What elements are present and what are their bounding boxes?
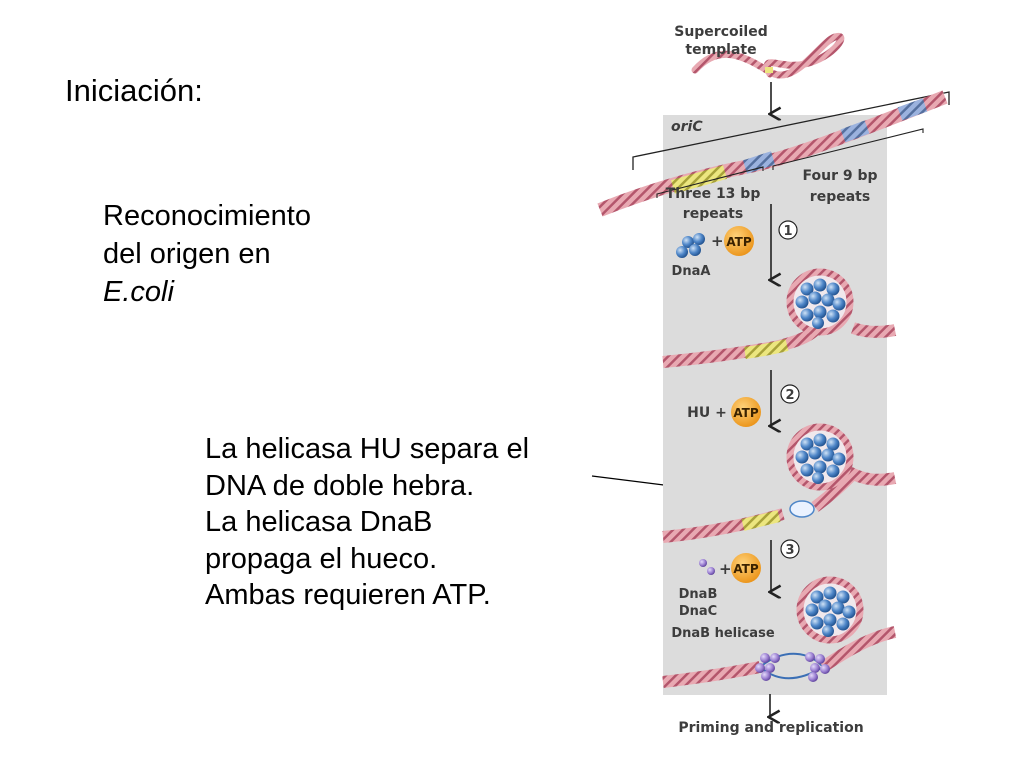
stage3-dna (662, 661, 762, 688)
plus-sign: + (719, 560, 732, 578)
note-line-3: La helicasa DnaB (205, 506, 433, 538)
recognition-text: Reconocimiento del origen en E.coli (103, 197, 311, 311)
repeat9-label-2: repeats (810, 189, 870, 205)
repeat13-label-1: Three 13 bp (666, 186, 761, 202)
dnaa-proteins (676, 233, 705, 258)
priming-label: Priming and replication (678, 720, 863, 736)
dnaa-complex (790, 427, 850, 487)
dnaa-complex (800, 580, 860, 640)
note-line-1: La helicasa HU separa el (205, 433, 530, 465)
slide-title: Iniciación: (65, 73, 203, 108)
organism-name: E.coli (103, 276, 174, 308)
atp-molecule (724, 226, 754, 256)
repeat9-segment (897, 98, 928, 121)
dnab-helicase-right (805, 652, 830, 682)
supercoiled-label-1: Supercoiled (674, 24, 768, 40)
repeat13-segment (671, 165, 728, 194)
dnab-helicase-left (755, 653, 780, 681)
step1-marker (778, 220, 798, 240)
recognition-line-1: Reconocimiento (103, 200, 311, 232)
stage1-repeat13 (744, 339, 789, 359)
helicase-note: La helicasa HU separa el DNA de doble he… (205, 431, 529, 614)
dnab-helicase-label: DnaB helicase (671, 626, 774, 641)
dnab-label: DnaB (679, 587, 718, 602)
atp-label: ATP (733, 562, 759, 576)
stage2-dna-right (811, 466, 897, 512)
step3-number: 3 (785, 543, 794, 558)
step3-marker (780, 539, 800, 559)
supercoiled-template (691, 32, 845, 79)
dnaa-complex (790, 272, 850, 332)
oric-bracket (632, 91, 950, 170)
oric-label: oriC (671, 119, 703, 135)
repeat13-bracket (656, 166, 764, 198)
repeat9-bracket (772, 128, 924, 170)
step2-marker (780, 384, 800, 404)
repeat9-segment (840, 120, 870, 143)
atp-molecule (731, 553, 761, 583)
stage3-dna-right (819, 626, 897, 672)
note-line-2: DNA de doble hebra. (205, 469, 475, 502)
atp-molecule (731, 397, 761, 427)
repeat9-segment (742, 151, 776, 174)
note-line-4: propaga el hueco. (205, 542, 438, 575)
hu-label: HU + (687, 405, 727, 421)
dnac-label: DnaC (679, 604, 717, 619)
atp-label: ATP (733, 406, 759, 420)
step2-number: 2 (785, 388, 794, 403)
repeat13-label-2: repeats (683, 206, 743, 222)
plus-sign: + (711, 232, 724, 250)
dnab-dnac-proteins (699, 559, 715, 575)
melted-bubble (789, 500, 815, 518)
stage1-dna-right (851, 322, 897, 338)
step1-number: 1 (783, 224, 792, 239)
supercoiled-label-2: template (685, 42, 756, 58)
dnaa-label: DnaA (672, 264, 711, 279)
recognition-line-2: del origen en (103, 238, 271, 270)
repeat9-label-1: Four 9 bp (802, 168, 877, 184)
note-line-5: Ambas requieren ATP. (205, 579, 491, 611)
atp-label: ATP (726, 235, 752, 249)
stage2-repeat13 (741, 510, 781, 531)
oric-initiation-figure: Supercoiled template oriC Three 13 bp re… (597, 24, 950, 736)
